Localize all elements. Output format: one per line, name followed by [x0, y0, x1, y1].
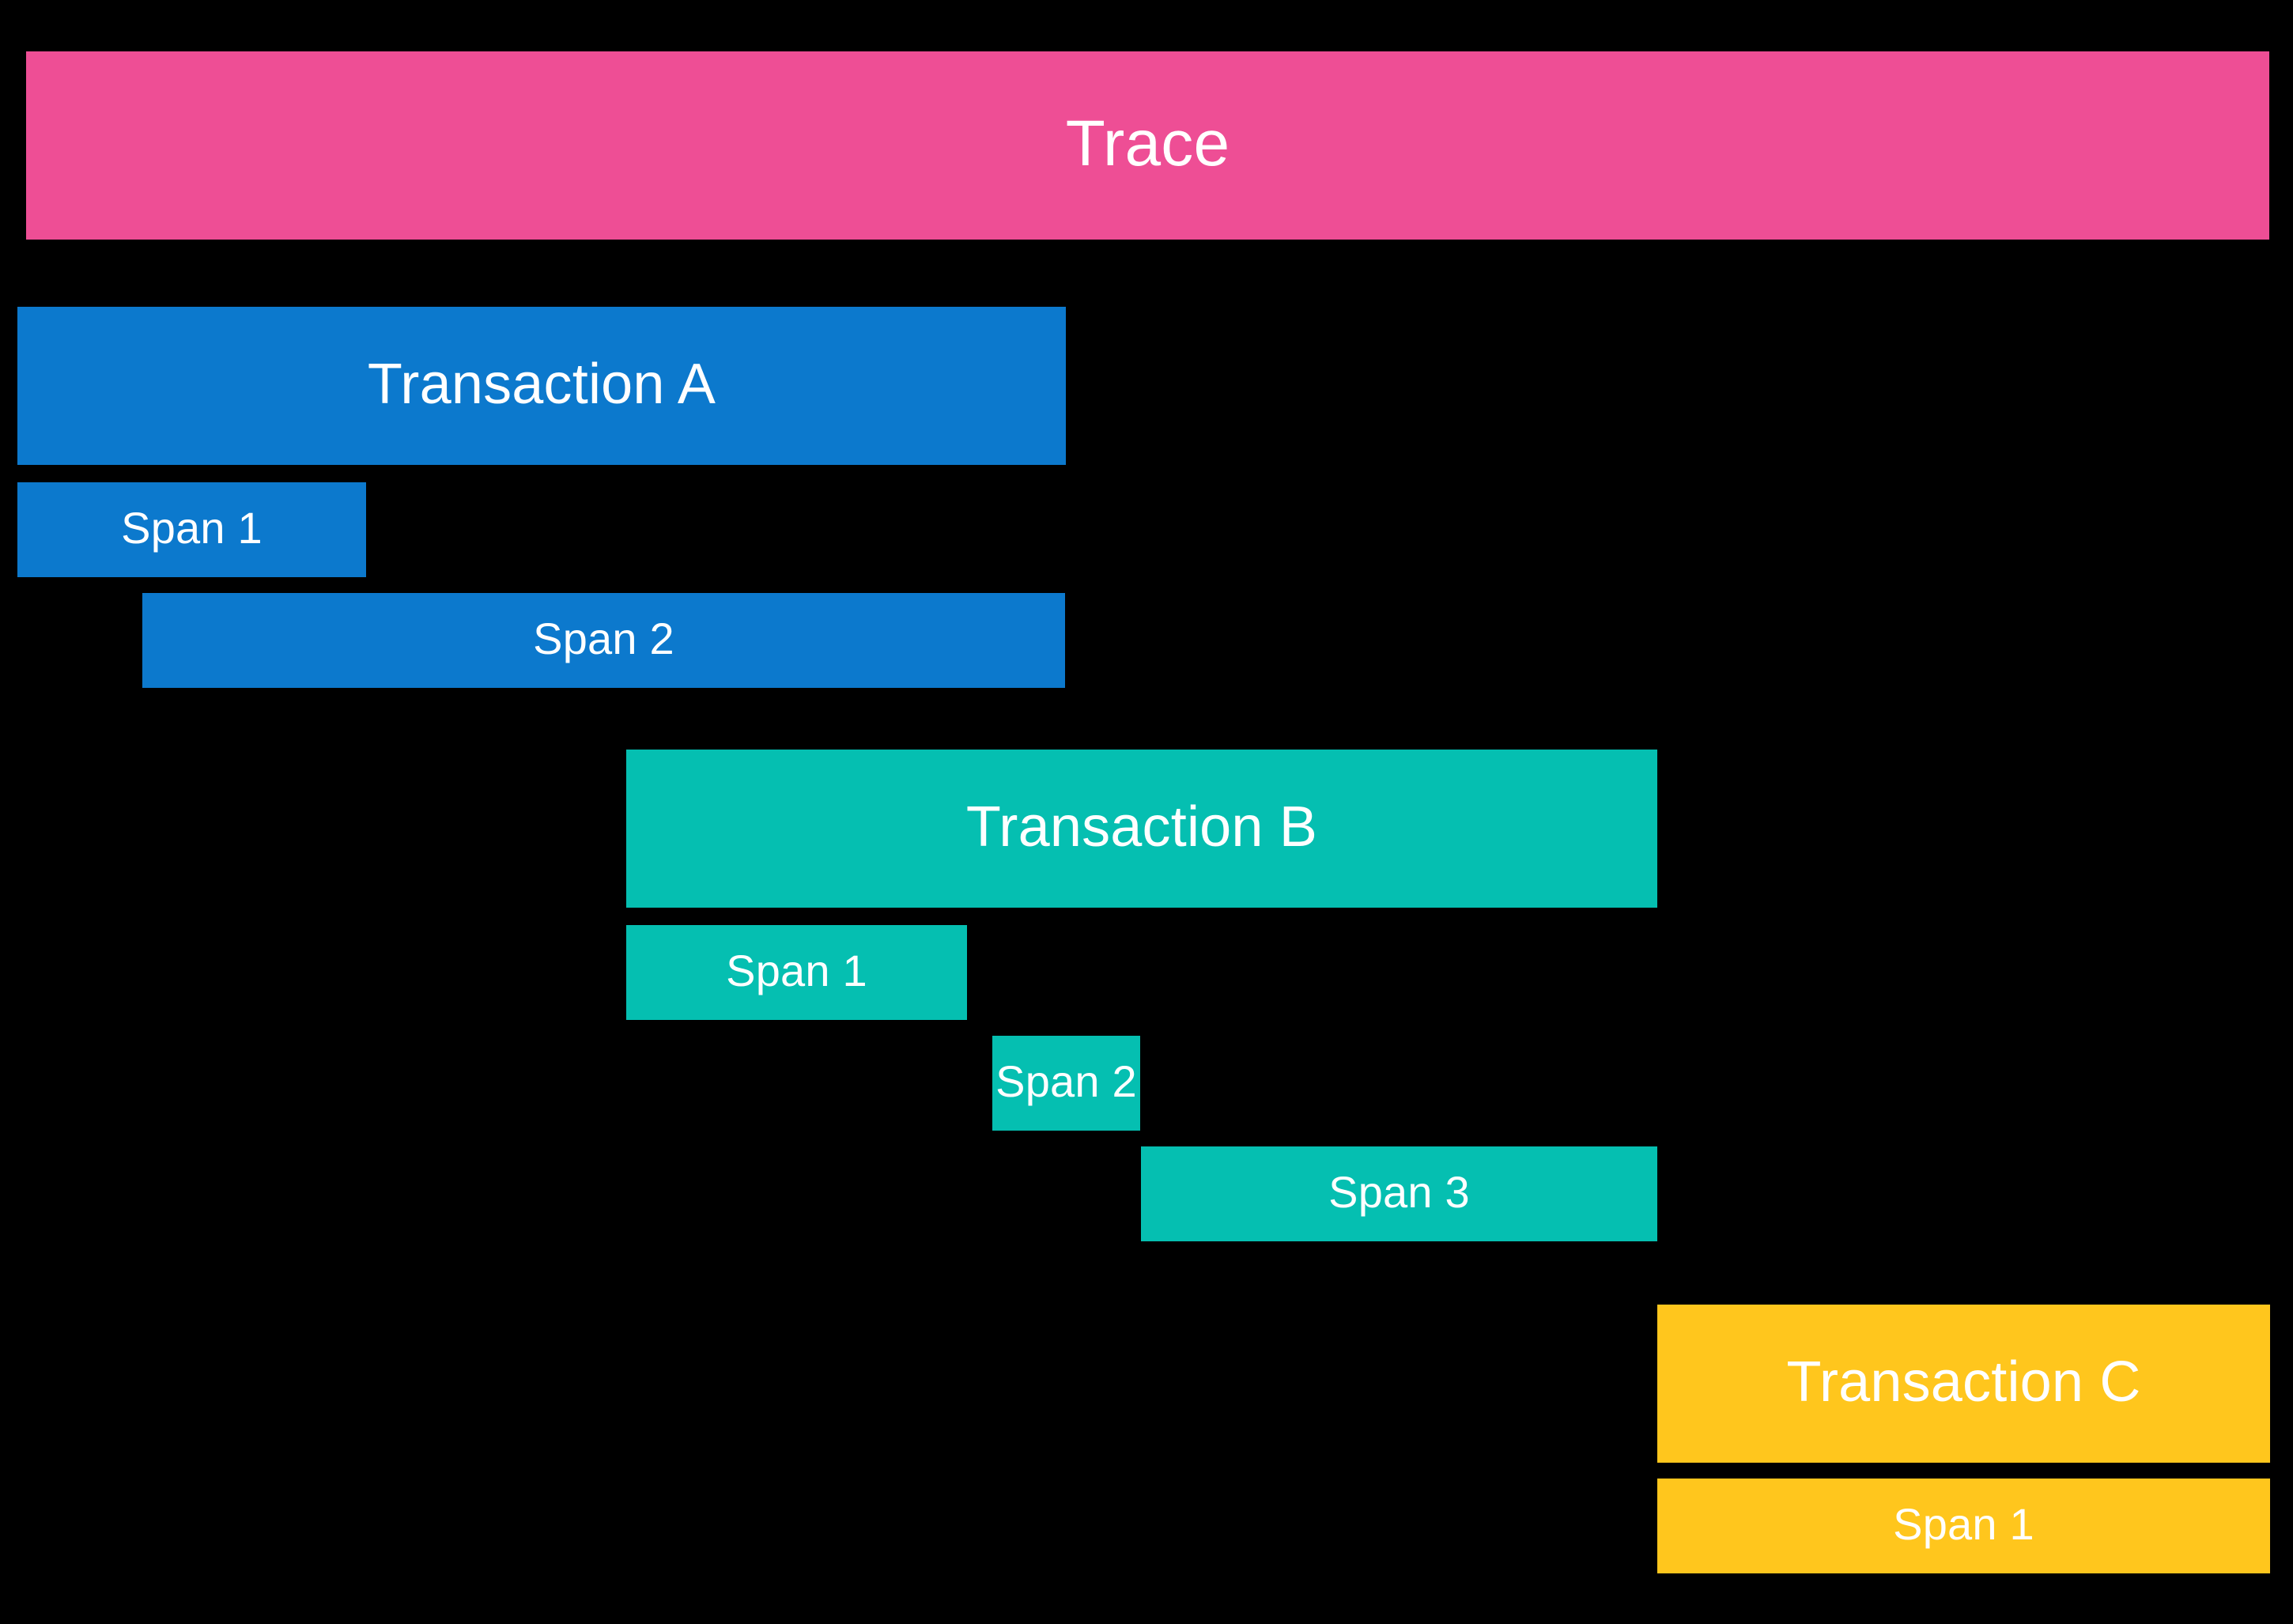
bar-transaction-c-span-1[interactable]: Span 1: [1657, 1479, 2270, 1573]
bar-transaction-b-span-1[interactable]: Span 1: [626, 925, 967, 1020]
transaction-b-span-1-label: Span 1: [726, 946, 867, 995]
bar-transaction-b-span-3[interactable]: Span 3: [1141, 1146, 1657, 1241]
bar-transaction-c[interactable]: Transaction C: [1657, 1305, 2270, 1463]
transaction-c-label: Transaction C: [1786, 1350, 2141, 1414]
bar-trace[interactable]: Trace: [26, 51, 2269, 240]
transaction-b-span-3-label: Span 3: [1328, 1167, 1470, 1217]
bar-transaction-b-span-2[interactable]: Span 2: [992, 1036, 1140, 1131]
trace-label: Trace: [1065, 108, 1230, 179]
transaction-b-span-2-label: Span 2: [995, 1056, 1137, 1106]
transaction-a-span-2-label: Span 2: [533, 614, 674, 663]
bar-transaction-a-span-2[interactable]: Span 2: [142, 593, 1065, 688]
transaction-a-span-1-label: Span 1: [121, 503, 263, 553]
transaction-b-label: Transaction B: [965, 795, 1318, 859]
transaction-a-label: Transaction A: [367, 353, 716, 416]
bar-transaction-b[interactable]: Transaction B: [626, 750, 1657, 908]
bar-transaction-a-span-1[interactable]: Span 1: [17, 482, 366, 577]
bar-transaction-a[interactable]: Transaction A: [17, 307, 1066, 465]
transaction-c-span-1-label: Span 1: [1893, 1499, 2034, 1549]
